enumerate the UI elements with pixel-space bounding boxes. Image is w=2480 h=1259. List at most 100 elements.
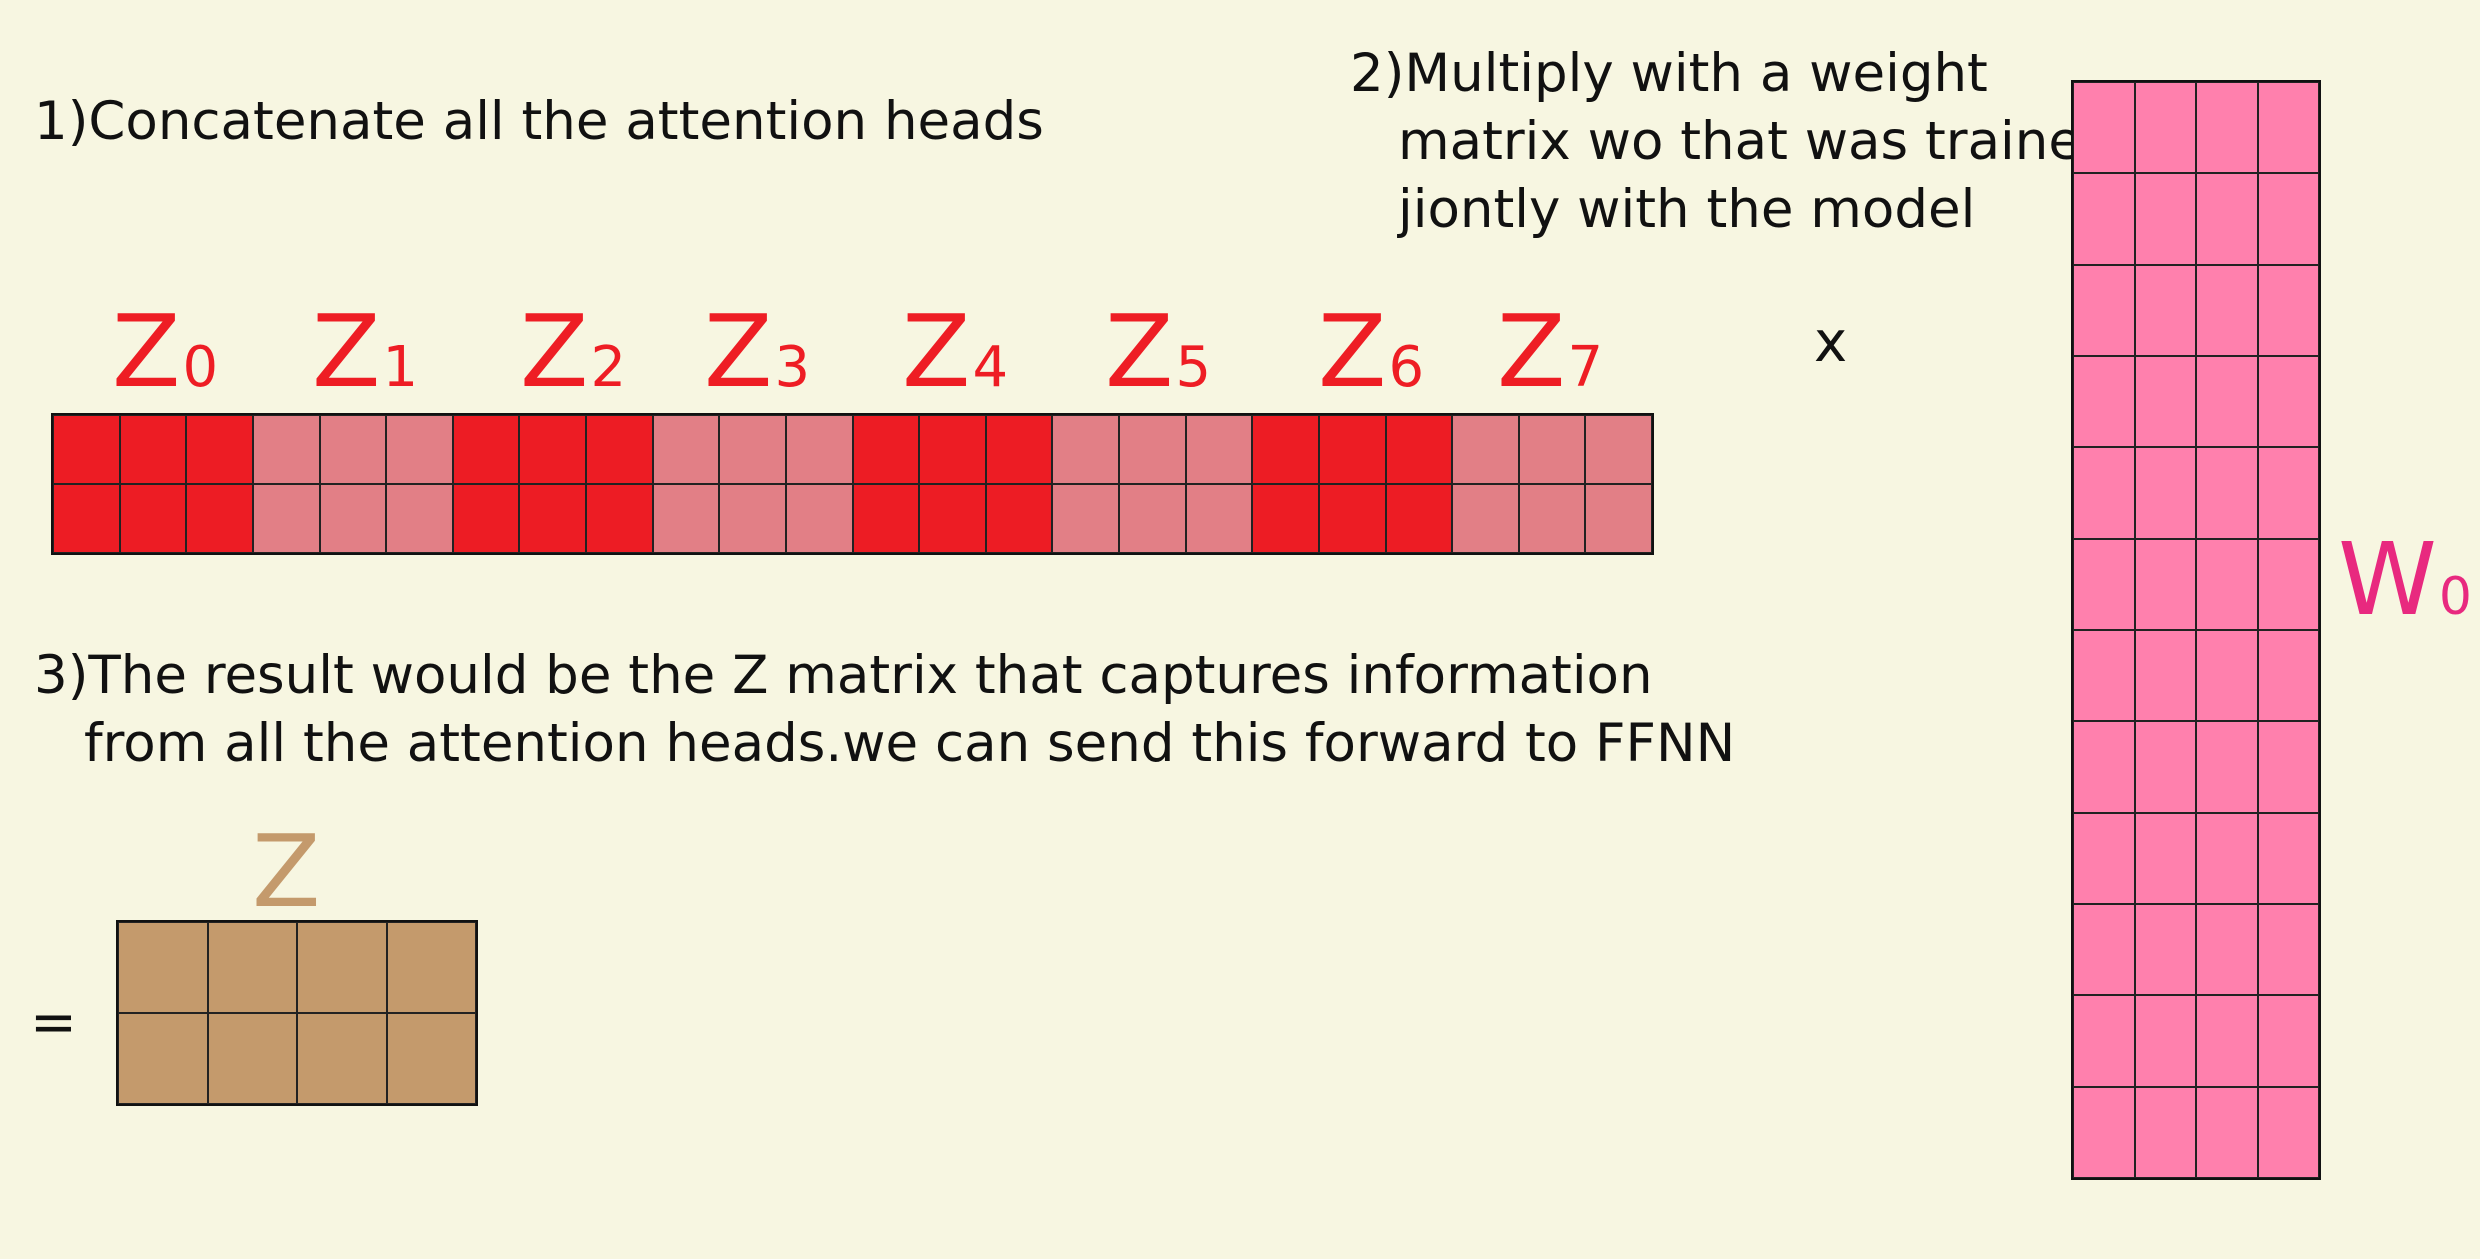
concat-cell <box>1318 415 1386 484</box>
weight-cell <box>2073 538 2135 630</box>
head-subscript: 4 <box>972 335 1009 400</box>
concat-cell <box>919 415 986 484</box>
step3-text: 3)The result would be the Z matrix that … <box>34 642 1735 778</box>
weight-matrix-wo <box>2071 80 2321 1180</box>
weight-cell <box>2257 173 2319 265</box>
weight-cell <box>2134 812 2196 904</box>
weight-cell <box>2196 812 2258 904</box>
head-letter: Z <box>704 293 773 410</box>
wo-letter: W <box>2338 521 2437 638</box>
concat-cell <box>1119 415 1186 484</box>
head-letter: Z <box>520 293 589 410</box>
result-cell <box>297 922 387 1013</box>
step3-line-2: from all the attention heads.we can send… <box>84 713 1736 774</box>
concat-cell <box>1185 415 1253 484</box>
weight-cell <box>2196 538 2258 630</box>
head-label-z4: Z4 <box>902 302 1008 418</box>
step2-text: 2)Multiply with a weight matrix wo that … <box>1350 40 2115 244</box>
concat-cell <box>586 415 653 484</box>
head-subscript: 2 <box>590 335 627 400</box>
concat-cell <box>1585 415 1652 484</box>
concatenated-heads-matrix <box>51 413 1654 555</box>
head-subscript: 3 <box>774 335 811 400</box>
head-label-z0: Z0 <box>112 302 218 418</box>
head-letter: Z <box>112 293 181 410</box>
concat-cell <box>586 484 653 553</box>
weight-cell <box>2134 630 2196 722</box>
concat-cell <box>985 415 1053 484</box>
head-letter: Z <box>1318 293 1387 410</box>
weight-cell <box>2196 721 2258 813</box>
concat-cell <box>1052 415 1119 484</box>
concat-cell <box>386 415 453 484</box>
weight-cell <box>2134 82 2196 174</box>
concat-cell <box>919 484 986 553</box>
weight-cell <box>2257 995 2319 1087</box>
head-subscript: 7 <box>1567 335 1604 400</box>
weight-cell <box>2196 1086 2258 1178</box>
concat-cell <box>1318 484 1386 553</box>
concat-cell <box>386 484 453 553</box>
concat-cell <box>785 484 853 553</box>
step1-text: 1)Concatenate all the attention heads <box>34 88 1044 156</box>
concat-cell <box>1252 415 1319 484</box>
weight-cell <box>2134 721 2196 813</box>
weight-cell <box>2257 904 2319 996</box>
weight-cell <box>2257 812 2319 904</box>
concat-cell <box>852 484 920 553</box>
head-label-z6: Z6 <box>1318 302 1424 418</box>
weight-cell <box>2134 173 2196 265</box>
weight-cell <box>2257 538 2319 630</box>
weight-cell <box>2134 538 2196 630</box>
head-subscript: 1 <box>382 335 419 400</box>
result-cell <box>207 922 297 1013</box>
weight-cell <box>2073 904 2135 996</box>
weight-cell <box>2196 630 2258 722</box>
weight-cell <box>2073 721 2135 813</box>
step2-line-3: jiontly with the model <box>1398 179 1976 240</box>
concat-cell <box>53 484 120 553</box>
weight-cell <box>2073 630 2135 722</box>
head-subscript: 5 <box>1175 335 1212 400</box>
concat-cell <box>1385 415 1453 484</box>
concat-cell <box>852 415 920 484</box>
head-letter: Z <box>1497 293 1566 410</box>
concat-cell <box>519 415 586 484</box>
multiply-symbol: x <box>1814 310 1848 375</box>
weight-cell <box>2073 812 2135 904</box>
concat-cell <box>252 484 320 553</box>
head-label-z2: Z2 <box>520 302 626 418</box>
head-letter: Z <box>1105 293 1174 410</box>
concat-cell <box>1518 415 1586 484</box>
weight-cell <box>2134 904 2196 996</box>
weight-cell <box>2073 264 2135 356</box>
weight-cell <box>2196 447 2258 539</box>
concat-cell <box>652 484 720 553</box>
weight-cell <box>2073 173 2135 265</box>
concat-cell <box>319 484 387 553</box>
weight-cell <box>2196 264 2258 356</box>
concat-cell <box>1385 484 1453 553</box>
weight-cell <box>2257 1086 2319 1178</box>
concat-cell <box>452 484 520 553</box>
result-cell <box>118 1013 208 1104</box>
concat-cell <box>652 415 720 484</box>
weight-cell <box>2073 995 2135 1087</box>
weight-cell <box>2196 173 2258 265</box>
concat-cell <box>119 415 187 484</box>
concat-cell <box>1185 484 1253 553</box>
head-label-z7: Z7 <box>1497 302 1603 418</box>
weight-cell <box>2257 721 2319 813</box>
weight-cell <box>2196 904 2258 996</box>
weight-cell <box>2073 356 2135 448</box>
head-subscript: 6 <box>1388 335 1425 400</box>
concat-cell <box>252 415 320 484</box>
concat-cell <box>119 484 187 553</box>
concat-cell <box>785 415 853 484</box>
head-label-z3: Z3 <box>704 302 810 418</box>
concat-cell <box>186 484 253 553</box>
head-subscript: 0 <box>182 335 219 400</box>
weight-cell <box>2196 356 2258 448</box>
concat-cell <box>452 415 520 484</box>
concat-cell <box>719 415 786 484</box>
